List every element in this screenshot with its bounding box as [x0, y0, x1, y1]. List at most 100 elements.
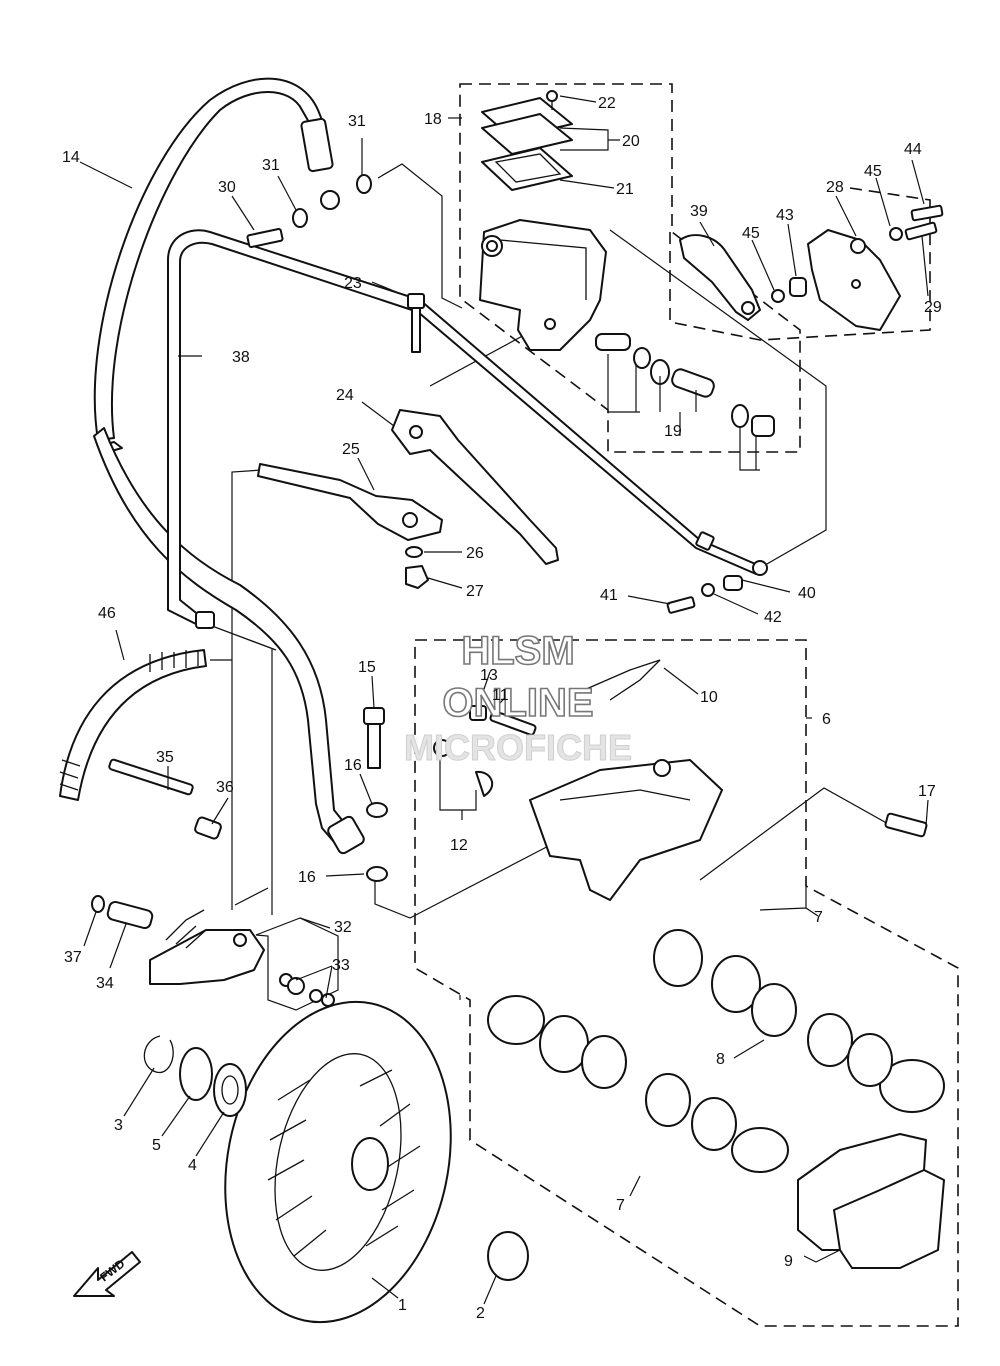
cap-2: [487, 1231, 529, 1281]
callout-39: 39: [690, 203, 708, 220]
callout-11: 11: [492, 687, 509, 704]
watermark-line-1: HLSM: [461, 629, 574, 673]
master-cylinder-body: [479, 219, 607, 351]
callout-22: 22: [598, 95, 616, 112]
callout-20: 20: [622, 133, 640, 150]
callout-1: 1: [398, 1297, 407, 1314]
brake-disc-1: [224, 1000, 452, 1324]
bracket-assembly-outline: [669, 187, 931, 341]
pad-spring-10: [583, 659, 661, 701]
callout-26: 26: [466, 545, 484, 562]
callout-27: 27: [466, 583, 484, 600]
callout-leaders: [79, 95, 929, 1305]
brake-pads-9: [797, 1133, 945, 1269]
fwd-arrow-icon: FWD: [73, 1251, 141, 1297]
callout-4: 4: [188, 1157, 197, 1174]
callout-18: 18: [424, 111, 442, 128]
callout-7-lower: 7: [616, 1197, 625, 1214]
callout-36: 36: [216, 779, 234, 796]
bracket-28: [807, 229, 901, 331]
brake-cable-38: [167, 229, 768, 651]
callout-10: 10: [700, 689, 718, 706]
callout-12: 12: [450, 837, 468, 854]
washer-5: [179, 1047, 213, 1101]
assembly-lines: [210, 163, 893, 1011]
bolt-35: [108, 758, 194, 796]
watermark-line-3: MICROFICHE: [404, 727, 632, 768]
watermark: HLSM ONLINE MICROFICHE: [404, 628, 633, 768]
callout-43: 43: [776, 207, 794, 224]
caliper-body: [529, 759, 723, 901]
watermark-line-2: ONLINE: [442, 681, 593, 725]
callout-29: 29: [924, 299, 942, 316]
callout-14: 14: [62, 149, 80, 166]
bleed-screw-11: [489, 710, 537, 736]
callout-21: 21: [616, 181, 634, 198]
callout-40: 40: [798, 585, 816, 602]
callout-8: 8: [716, 1051, 725, 1068]
bolts-44-29: [904, 204, 944, 241]
bolt-23: [407, 293, 425, 353]
callout-33: 33: [332, 957, 350, 974]
callout-19: 19: [664, 423, 682, 440]
washer-45: [771, 227, 903, 303]
collar-43: [789, 277, 807, 297]
bolt-15: [363, 707, 385, 769]
brake-pedal-39: [679, 234, 761, 321]
callout-34: 34: [96, 975, 114, 992]
caliper-assembly-outline: [414, 639, 959, 1327]
callout-13: 13: [480, 667, 498, 684]
screw-22: [546, 90, 558, 110]
callout-45-left: 45: [742, 225, 760, 242]
rear-caliper-32: [149, 909, 265, 985]
bolt-30-washers-31: [246, 174, 372, 249]
callout-44: 44: [904, 141, 922, 158]
callout-28: 28: [826, 179, 844, 196]
spring-36: [194, 816, 222, 840]
callout-6: 6: [822, 711, 831, 728]
callout-17: 17: [918, 783, 936, 800]
nut-27: [405, 565, 429, 589]
callout-24: 24: [336, 387, 354, 404]
callout-46: 46: [98, 605, 116, 622]
brake-hose-14: [93, 77, 365, 855]
brake-lever-24: [391, 409, 559, 565]
callout-15: 15: [358, 659, 376, 676]
callout-42: 42: [764, 609, 782, 626]
nuts-33: [279, 973, 335, 1007]
callout-16-lower: 16: [298, 869, 316, 886]
collar-34-washer-37: [91, 895, 154, 930]
seals-8: [539, 955, 893, 1151]
callout-37: 37: [64, 949, 82, 966]
circlip-3: [143, 1035, 174, 1073]
cable-cover-46: [59, 649, 207, 801]
washers-16: [366, 802, 388, 882]
callout-16-upper: 16: [344, 757, 362, 774]
bolt-17: [884, 812, 928, 838]
callout-labels: 1 2 3 4 5 6 7 7 8 9 10 11 12 13 14 15 16…: [62, 95, 942, 1322]
callout-32: 32: [334, 919, 352, 936]
seal-4: [213, 1063, 247, 1117]
reservoir-cap-20: [481, 97, 573, 191]
washer-26: [405, 546, 423, 558]
callout-3: 3: [114, 1117, 123, 1134]
callout-23: 23: [344, 275, 362, 292]
pistons-7: [487, 929, 945, 1173]
callout-41: 41: [600, 587, 618, 604]
lever-holder-25: [257, 463, 443, 541]
callout-25: 25: [342, 441, 360, 458]
piston-kit-19: [595, 333, 775, 437]
callout-35: 35: [156, 749, 174, 766]
callout-5: 5: [152, 1137, 161, 1154]
callout-7-upper: 7: [814, 909, 823, 926]
callout-30: 30: [218, 179, 236, 196]
callout-9: 9: [784, 1253, 793, 1270]
bleed-screw-12: [433, 739, 494, 797]
bolt-41-collar-42-40: [666, 575, 743, 614]
callout-38: 38: [232, 349, 250, 366]
callout-2: 2: [476, 1305, 485, 1322]
callout-31-lower: 31: [262, 157, 280, 174]
callout-31-upper: 31: [348, 113, 366, 130]
